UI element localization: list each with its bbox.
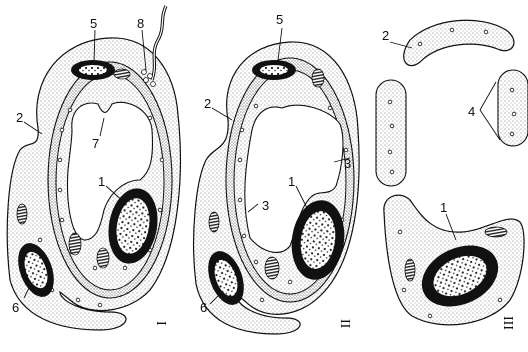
- panel-III-mitochondrion: [405, 259, 415, 281]
- panel-I-label-2: 2: [16, 110, 23, 125]
- panel-II-chromatin-5: [260, 65, 288, 75]
- panel-I-label-6: 6: [12, 300, 19, 315]
- panel-I-mitochondrion: [69, 233, 81, 255]
- panel-I-label-1: 1: [98, 174, 105, 189]
- panel-II-label-3a: 3: [344, 156, 351, 171]
- panel-II-label-5: 5: [276, 12, 283, 27]
- panel-III-mitochondrion: [485, 227, 507, 237]
- panel-II-label-2: 2: [204, 96, 211, 111]
- panel-II-mitochondrion: [265, 257, 279, 279]
- panel-I-numeral: I: [153, 321, 168, 326]
- panel-I-label-8: 8: [137, 16, 144, 31]
- panel-II-label-6: 6: [200, 300, 207, 315]
- panel-I-label-7: 7: [92, 136, 99, 151]
- panel-I-mitochondrion: [17, 204, 27, 224]
- panel-III-label-1: 1: [440, 200, 447, 215]
- panel-II-mitochondrion: [209, 212, 219, 232]
- panel-I: [7, 6, 180, 330]
- panel-II-label-3b: 3: [262, 198, 269, 213]
- panel-III-numeral: III: [500, 316, 515, 330]
- panel-III: [376, 20, 528, 325]
- panel-I-label-5: 5: [90, 16, 97, 31]
- panel-II-label-1: 1: [288, 174, 295, 189]
- panel-II: [194, 28, 359, 334]
- panel-II-mitochondrion: [312, 69, 324, 87]
- panel-I-mitochondrion: [114, 69, 130, 79]
- panel-II-numeral: II: [337, 319, 352, 329]
- panel-I-chromatin-5: [79, 65, 107, 75]
- panel-I-mitochondrion: [97, 248, 109, 268]
- panel-III-label-4: 4: [468, 104, 475, 119]
- panel-III-label-2: 2: [382, 28, 389, 43]
